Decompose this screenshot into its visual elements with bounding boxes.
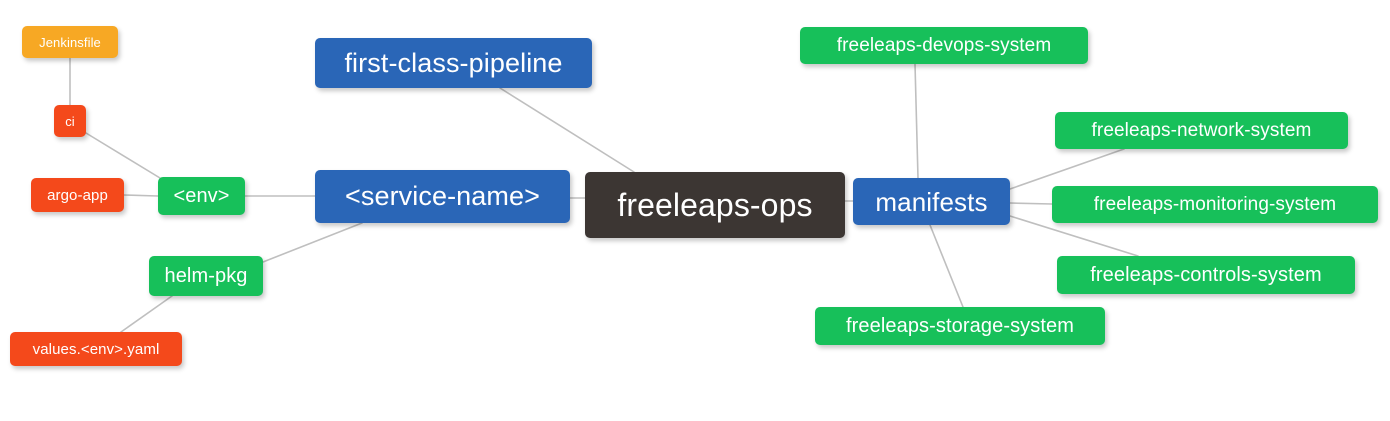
node-first-class-pipeline[interactable]: first-class-pipeline <box>315 38 592 88</box>
node-label-values-yaml: values.<env>.yaml <box>32 340 160 358</box>
node-label-jenkinsfile: Jenkinsfile <box>39 34 101 50</box>
node-values-yaml[interactable]: values.<env>.yaml <box>10 332 182 366</box>
node-label-freeleaps-devops-system: freeleaps-devops-system <box>836 35 1052 56</box>
node-freeleaps-monitoring-system[interactable]: freeleaps-monitoring-system <box>1052 186 1378 223</box>
edge-manifests-network <box>1009 148 1125 190</box>
node-label-ci: ci <box>65 113 75 129</box>
node-freeleaps-network-system[interactable]: freeleaps-network-system <box>1055 112 1348 149</box>
node-helm-pkg[interactable]: helm-pkg <box>149 256 263 296</box>
node-ci[interactable]: ci <box>54 105 86 137</box>
node-jenkinsfile[interactable]: Jenkinsfile <box>22 26 118 58</box>
node-freeleaps-storage-system[interactable]: freeleaps-storage-system <box>815 307 1105 345</box>
edge-ci-env <box>85 132 161 179</box>
node-freeleaps-controls-system[interactable]: freeleaps-controls-system <box>1057 256 1355 294</box>
edge-manifests-storage <box>929 224 964 308</box>
node-label-first-class-pipeline: first-class-pipeline <box>344 47 563 78</box>
node-manifests[interactable]: manifests <box>853 178 1010 225</box>
edge-argoapp-env <box>123 194 159 197</box>
edge-manifests-monitoring <box>1009 202 1053 205</box>
node-label-argo-app: argo-app <box>47 186 108 204</box>
node-label-service-name: <service-name> <box>345 181 540 211</box>
node-freeleaps-ops[interactable]: freeleaps-ops <box>585 172 845 238</box>
node-label-freeleaps-storage-system: freeleaps-storage-system <box>845 315 1075 337</box>
node-argo-app[interactable]: argo-app <box>31 178 124 212</box>
edge-valuesyaml-helmpkg <box>120 295 173 333</box>
node-label-freeleaps-monitoring-system: freeleaps-monitoring-system <box>1093 194 1337 215</box>
node-freeleaps-devops-system[interactable]: freeleaps-devops-system <box>800 27 1088 64</box>
edge-manifests-devops <box>914 63 919 179</box>
node-label-helm-pkg: helm-pkg <box>164 265 248 287</box>
node-label-manifests: manifests <box>875 186 988 217</box>
edge-helmpkg-servicename <box>262 222 363 263</box>
edge-firstclasspipeline-ops <box>499 87 635 173</box>
node-env[interactable]: <env> <box>158 177 245 215</box>
node-label-freeleaps-controls-system: freeleaps-controls-system <box>1090 264 1322 286</box>
node-service-name[interactable]: <service-name> <box>315 170 570 223</box>
node-label-freeleaps-ops: freeleaps-ops <box>617 187 813 223</box>
node-label-freeleaps-network-system: freeleaps-network-system <box>1091 120 1312 141</box>
node-label-env: <env> <box>173 185 230 207</box>
